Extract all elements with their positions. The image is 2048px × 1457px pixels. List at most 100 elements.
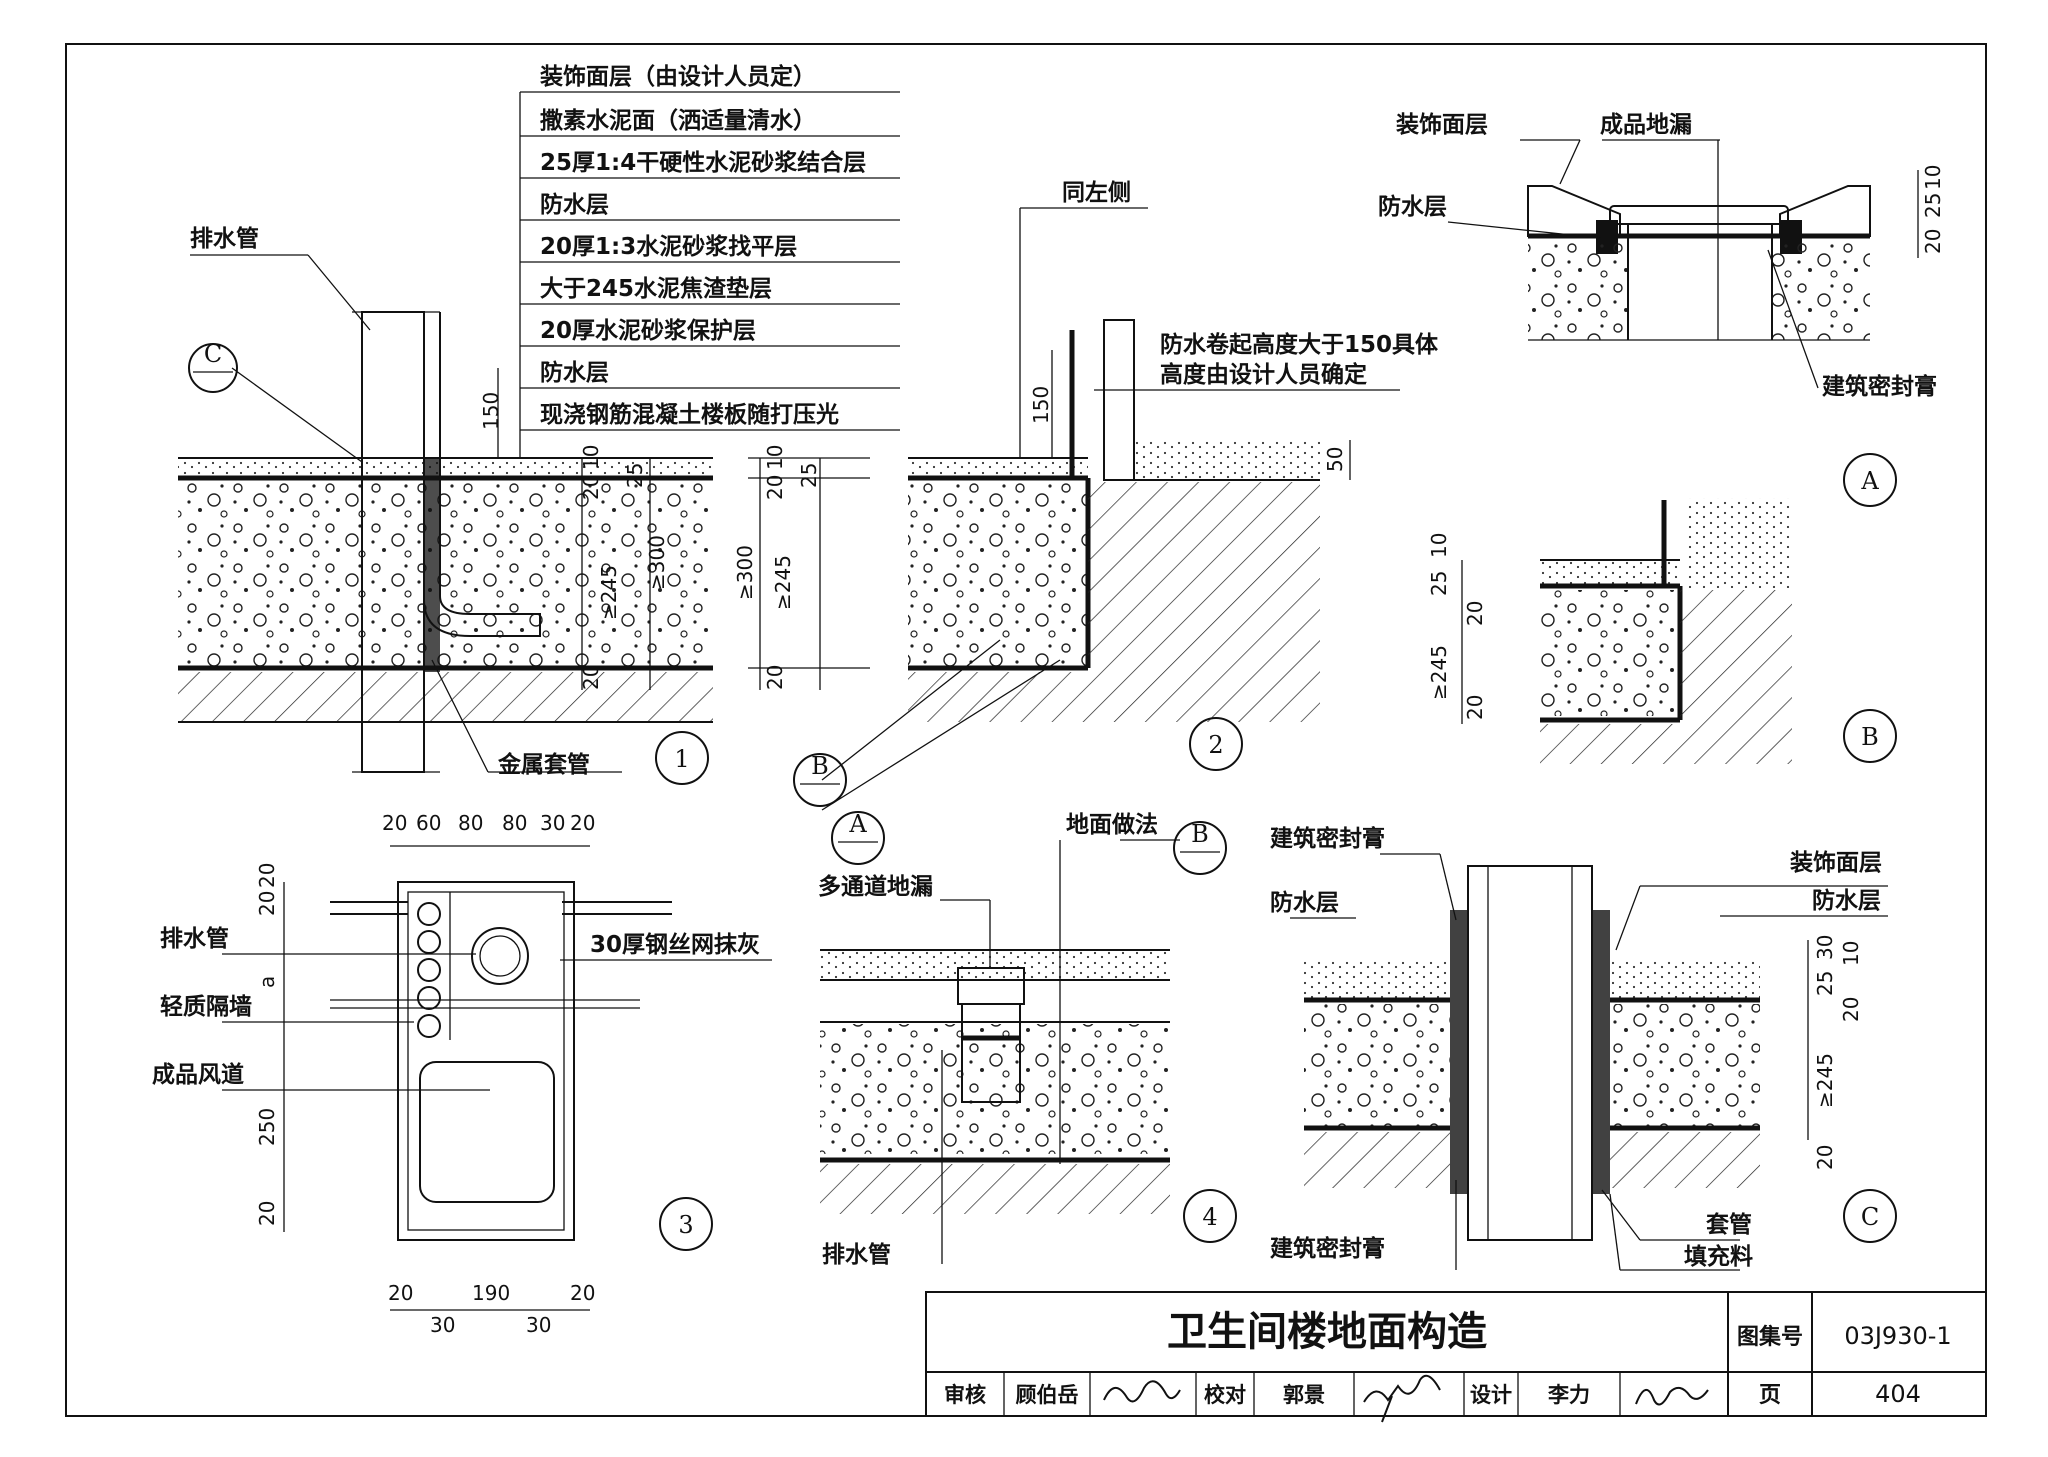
dim-text: 20	[1463, 601, 1487, 626]
detail-number: 4	[1202, 1203, 1217, 1231]
dim-text: 20	[763, 475, 787, 500]
dim-text: ≥245	[1427, 645, 1451, 700]
dim-text: 30	[430, 1313, 455, 1337]
multi-drain-label: 多通道地漏	[818, 873, 933, 900]
detail-4	[820, 811, 1237, 1264]
layer-label: 防水层	[540, 359, 609, 386]
layer-label: 20厚水泥砂浆保护层	[540, 317, 756, 344]
dim-text: 20	[255, 863, 279, 888]
ref-b-label: B	[811, 752, 829, 780]
dim-text: 20	[1463, 695, 1487, 720]
check-label: 校对	[1204, 1383, 1246, 1407]
dim-text: 30	[526, 1313, 551, 1337]
dim-text: 190	[472, 1281, 510, 1305]
sealant-top-label: 建筑密封膏	[1270, 825, 1385, 852]
light-wall-label: 轻质隔墙	[160, 993, 252, 1020]
ref-a-label: A	[1860, 467, 1879, 495]
atlas-label: 图集号	[1737, 1324, 1803, 1350]
detail-1	[178, 92, 713, 785]
dim-text: 30	[1813, 935, 1837, 960]
detail-number: 1	[674, 745, 689, 773]
detail-number-circle	[655, 731, 709, 785]
dim-text: 20	[388, 1281, 413, 1305]
dim-text: 20	[1839, 997, 1863, 1022]
sleeve-label: 套管	[1706, 1211, 1752, 1238]
detail-3	[222, 845, 772, 1311]
dim-text: 20	[763, 665, 787, 690]
drain-pipe-label: 排水管	[160, 925, 229, 952]
waterproof-left-label: 防水层	[1270, 889, 1339, 916]
same-left-label: 同左侧	[1062, 179, 1131, 206]
detail-b	[1461, 498, 1897, 764]
dim-text: 20	[255, 1201, 279, 1226]
dim-text: 20	[255, 891, 279, 916]
dim-text: 20	[1813, 1145, 1837, 1170]
finish-layer	[178, 458, 713, 478]
detail-2	[793, 207, 1400, 811]
ref-a-label: A	[848, 810, 867, 838]
floor-method-label: 地面做法	[1066, 811, 1158, 838]
dim-text: 80	[502, 811, 527, 835]
dim-text: 20	[382, 811, 407, 835]
metal-sleeve	[424, 458, 440, 672]
title-block	[925, 1291, 1987, 1423]
dim-text: 25	[1813, 971, 1837, 996]
air-duct-label: 成品风道	[152, 1061, 244, 1088]
ref-b-label: B	[1191, 820, 1209, 848]
cinder-fill	[178, 480, 713, 666]
dim-text: 150	[1029, 386, 1053, 424]
detail-number: 2	[1208, 731, 1223, 759]
ref-c-label: C	[204, 340, 222, 368]
layer-label: 装饰面层（由设计人员定）	[540, 63, 816, 90]
layer-callouts	[520, 91, 900, 431]
layer-label: 撒素水泥面（洒适量清水）	[540, 107, 816, 134]
ref-circle-c	[188, 343, 238, 393]
checker-name: 郭景	[1283, 1383, 1325, 1407]
note-line-1: 防水卷起高度大于150具体	[1160, 331, 1439, 358]
drain-pipe-label: 排水管	[190, 225, 259, 252]
dim-text: 20	[1921, 229, 1945, 254]
dim-text: 10	[1427, 533, 1451, 558]
detail-number: 3	[678, 1211, 693, 1239]
designer-signature	[1635, 1386, 1709, 1406]
filler-label: 填充料	[1684, 1243, 1753, 1270]
page-number: 404	[1875, 1380, 1921, 1408]
detail-c	[1290, 853, 1897, 1271]
ref-b-label: B	[1861, 723, 1879, 751]
dim-text: 150	[479, 392, 503, 430]
duct-wall	[397, 881, 575, 1241]
sealant-label: 建筑密封膏	[1822, 373, 1937, 400]
layer-label: 防水层	[540, 191, 609, 218]
dim-text: 30	[540, 811, 565, 835]
layer-label: 大于245水泥焦渣垫层	[540, 275, 772, 302]
dim-text: 10	[1839, 941, 1863, 966]
dim-text: 20	[570, 1281, 595, 1305]
drain-pipe-label: 排水管	[822, 1241, 891, 1268]
dim-text: 10	[1921, 165, 1945, 190]
dim-text: 25	[797, 463, 821, 488]
mid-dimensions	[748, 457, 870, 690]
dim-text: 25	[1921, 193, 1945, 218]
dim-text: ≥245	[597, 565, 621, 620]
dim-text: 20	[579, 665, 603, 690]
plaster-label: 30厚钢丝网抹灰	[590, 931, 760, 958]
floor-drain-label: 成品地漏	[1600, 112, 1692, 138]
metal-sleeve-label: 金属套管	[497, 751, 590, 778]
dim-text: 250	[255, 1108, 279, 1146]
layer-label: 25厚1:4干硬性水泥砂浆结合层	[540, 149, 866, 176]
dim-text: ≥300	[733, 545, 757, 600]
dim-text: a	[255, 976, 279, 988]
finish-label: 装饰面层	[1790, 849, 1882, 876]
dim-text: 25	[623, 463, 647, 488]
reviewer-name: 顾伯岳	[1016, 1383, 1079, 1407]
dim-text: ≥245	[1813, 1053, 1837, 1108]
finish-label: 装饰面层	[1396, 111, 1488, 138]
checker-signature	[1363, 1374, 1441, 1423]
concrete-slab	[178, 672, 713, 722]
detail-a	[1447, 139, 1919, 507]
ref-c-label: C	[1861, 1203, 1879, 1231]
designer-name: 李力	[1547, 1383, 1590, 1407]
dim-text: 10	[579, 445, 603, 470]
layer-label: 现浇钢筋混凝土楼板随打压光	[540, 401, 839, 428]
